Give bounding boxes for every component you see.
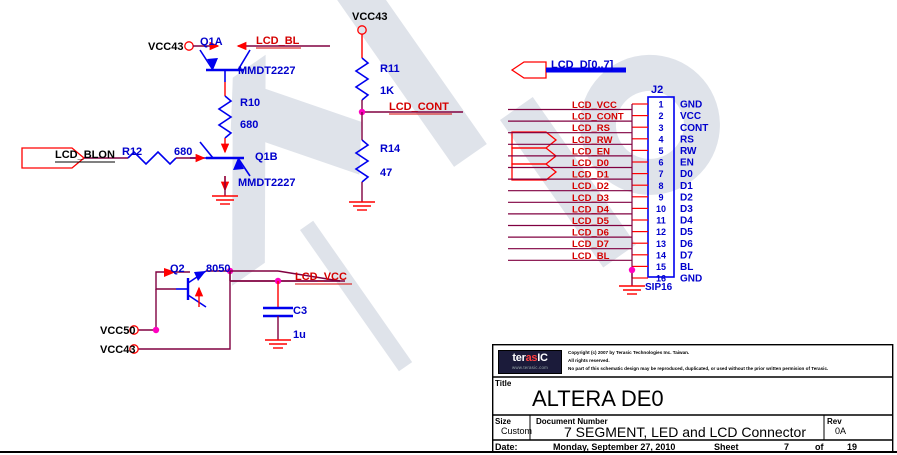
sheet-border [0,0,897,455]
schematic-sheet: Q1A MMDT2227 LCD_BL VCC43 R10 680 Q1B MM… [0,0,897,455]
